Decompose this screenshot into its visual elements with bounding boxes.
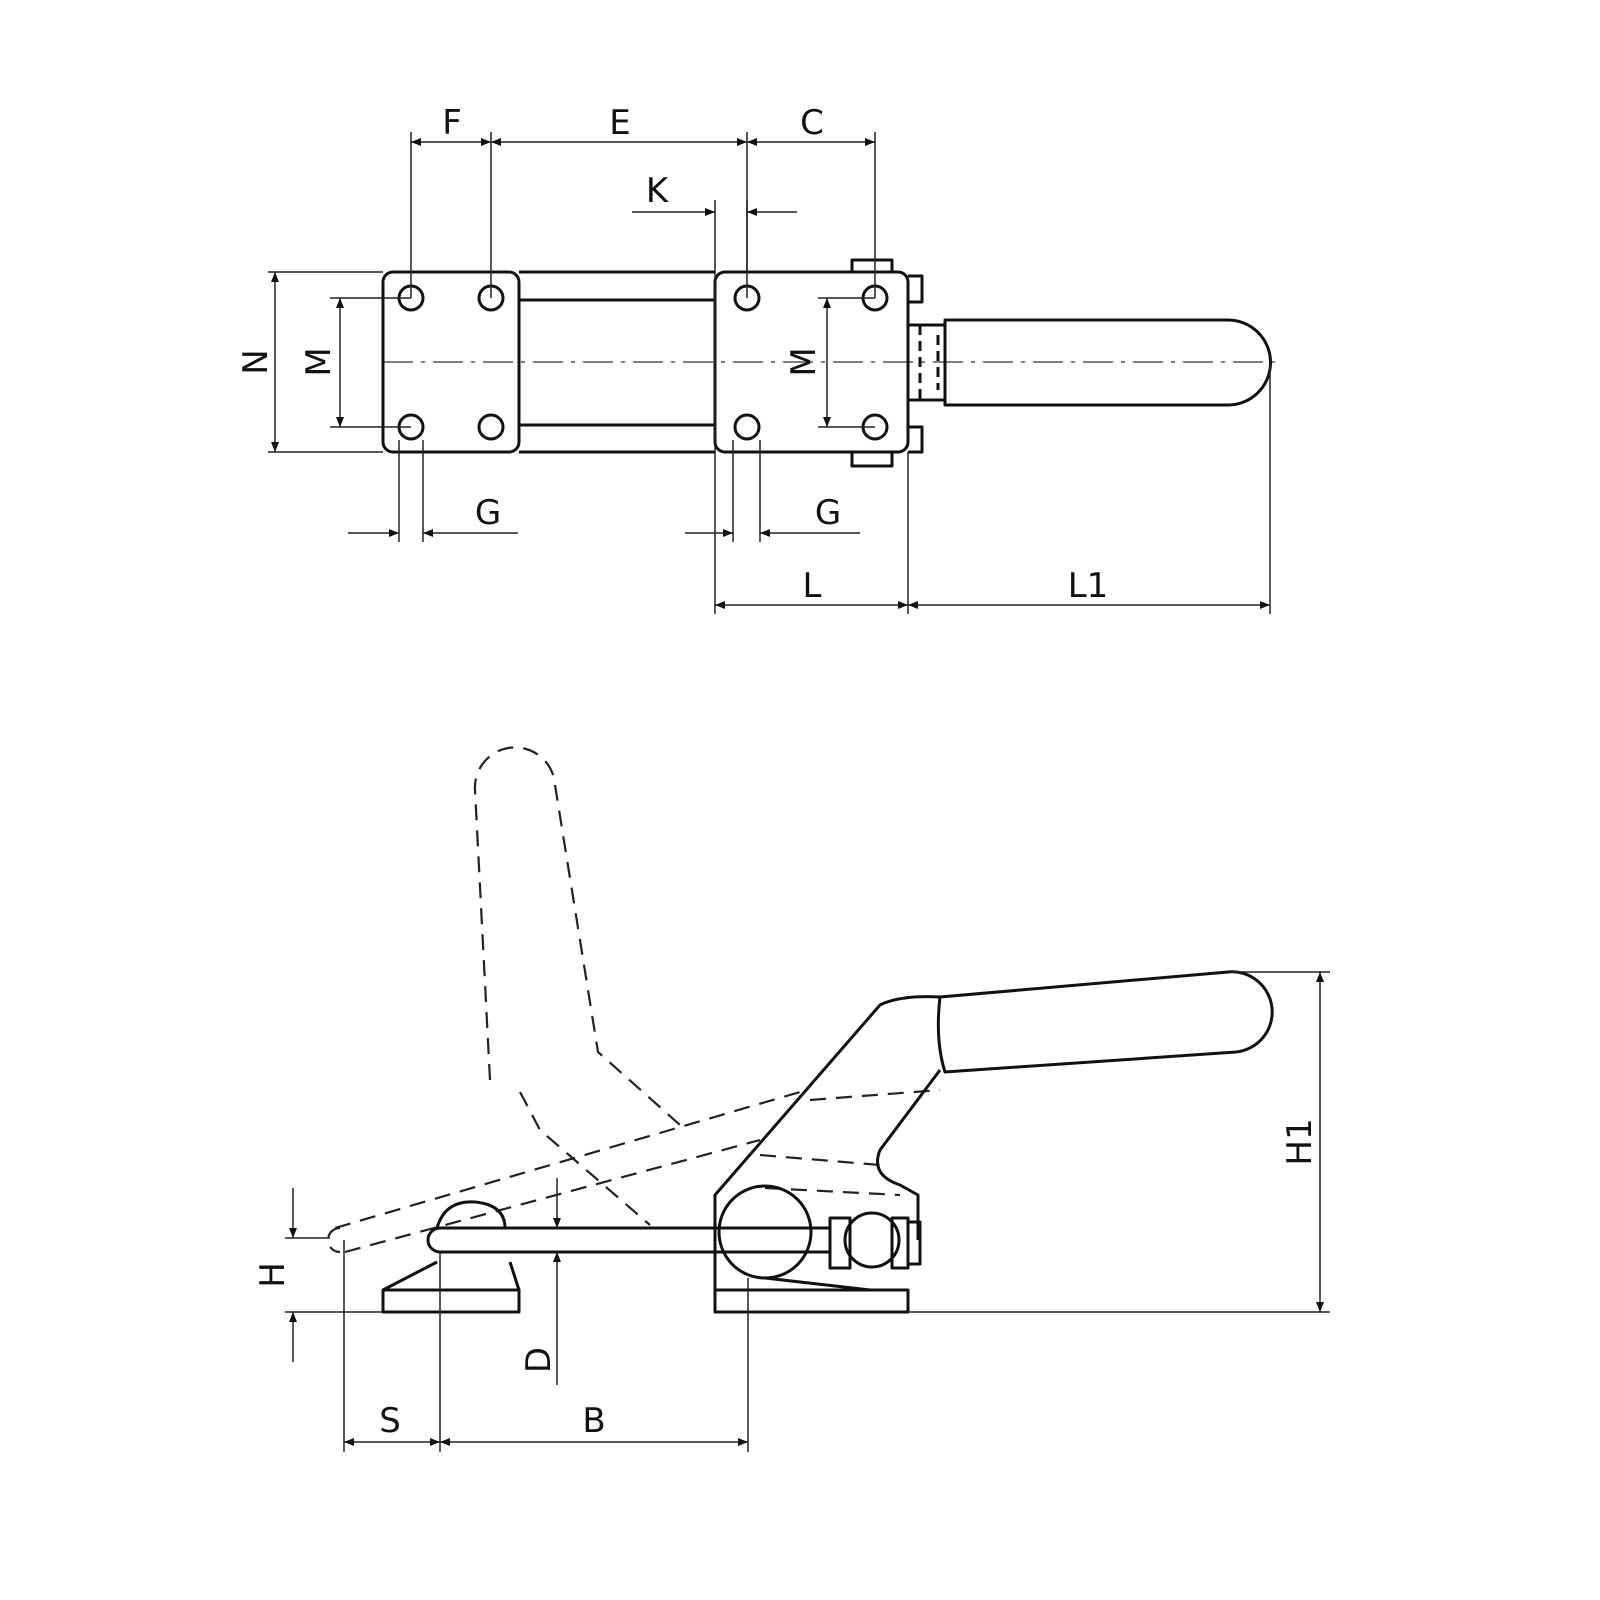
collar-detail bbox=[918, 325, 940, 400]
top-dimensions bbox=[268, 132, 1271, 614]
clamp-arm bbox=[713, 995, 942, 1292]
left-base-plate bbox=[381, 270, 521, 454]
right-base-side bbox=[713, 1288, 910, 1314]
nut bbox=[828, 1211, 922, 1270]
dim-label-m-right: M bbox=[784, 347, 824, 376]
dim-label-b: B bbox=[582, 1401, 605, 1441]
handle-grip-side bbox=[936, 970, 1274, 1074]
rails bbox=[519, 270, 715, 454]
handle-open-position bbox=[473, 746, 681, 1126]
side-dimensions bbox=[285, 971, 1330, 1452]
dim-label-e: E bbox=[609, 103, 630, 143]
handle-open-lower bbox=[519, 1091, 651, 1226]
dim-label-g-left: G bbox=[475, 493, 501, 533]
hidden-lines bbox=[334, 1088, 941, 1254]
dim-label-m-left: M bbox=[299, 347, 339, 376]
dim-label-l1: L1 bbox=[1068, 566, 1109, 606]
hook-block bbox=[382, 1260, 521, 1292]
top-view: F E C K N M M G G L L1 bbox=[236, 103, 1275, 614]
dim-label-s: S bbox=[379, 1401, 401, 1441]
dim-label-g-right: G bbox=[815, 493, 841, 533]
pivot bbox=[717, 1184, 813, 1280]
open-hook bbox=[326, 1226, 341, 1254]
tabs bbox=[850, 258, 924, 468]
dim-label-f: F bbox=[442, 103, 462, 143]
hook-catch bbox=[435, 1200, 507, 1229]
dim-label-h1: H1 bbox=[1280, 1118, 1320, 1165]
dim-label-n: N bbox=[236, 349, 276, 374]
side-view: H D S B H1 bbox=[253, 746, 1330, 1452]
dim-label-c: C bbox=[800, 103, 824, 143]
spindle-rod bbox=[426, 1226, 830, 1254]
dim-label-h: H bbox=[253, 1262, 293, 1288]
dim-label-k: K bbox=[646, 171, 670, 211]
dim-label-l: L bbox=[803, 566, 822, 606]
dim-label-d: D bbox=[519, 1347, 559, 1373]
left-base-side bbox=[381, 1288, 521, 1314]
